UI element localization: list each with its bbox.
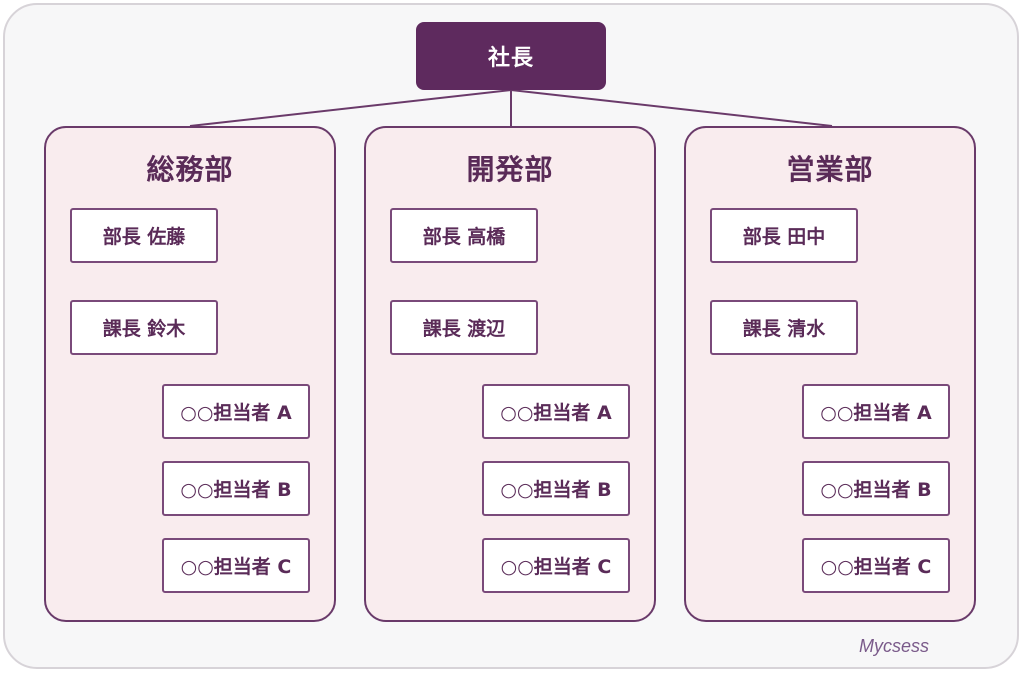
staff-box: ○○担当者 B bbox=[162, 461, 310, 516]
section-chief-box: 課長 鈴木 bbox=[70, 300, 218, 355]
department-title: 総務部 bbox=[146, 153, 234, 186]
staff-box: ○○担当者 B bbox=[482, 461, 630, 516]
staff-box: ○○担当者 B bbox=[802, 461, 950, 516]
manager-box: 部長 田中 bbox=[710, 208, 858, 263]
president-label: 社長 bbox=[487, 46, 534, 71]
staff-box: ○○担当者 A bbox=[162, 384, 310, 439]
department-title: 営業部 bbox=[786, 153, 874, 186]
staff-box: ○○担当者 A bbox=[482, 384, 630, 439]
department-general-affairs: 総務部 部長 佐藤 課長 鈴木 ○○担当者 A ○○担当者 B ○○担当者 C bbox=[44, 126, 336, 622]
department-title: 開発部 bbox=[466, 153, 554, 186]
president-box: 社長 bbox=[416, 22, 606, 90]
department-sales: 営業部 部長 田中 課長 清水 ○○担当者 A ○○担当者 B ○○担当者 C bbox=[684, 126, 976, 622]
staff-box: ○○担当者 C bbox=[482, 538, 630, 593]
section-chief-box: 課長 渡辺 bbox=[390, 300, 538, 355]
staff-box: ○○担当者 C bbox=[802, 538, 950, 593]
brand-logo: Mycsess bbox=[859, 636, 930, 656]
department-development: 開発部 部長 高橋 課長 渡辺 ○○担当者 A ○○担当者 B ○○担当者 C bbox=[364, 126, 656, 622]
manager-box: 部長 佐藤 bbox=[70, 208, 218, 263]
staff-box: ○○担当者 A bbox=[802, 384, 950, 439]
section-chief-box: 課長 清水 bbox=[710, 300, 858, 355]
staff-box: ○○担当者 C bbox=[162, 538, 310, 593]
manager-box: 部長 高橋 bbox=[390, 208, 538, 263]
